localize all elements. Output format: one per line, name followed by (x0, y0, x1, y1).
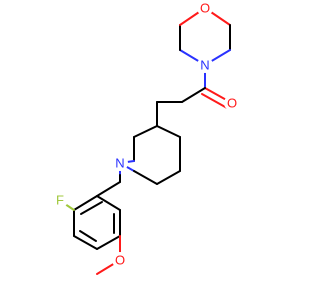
atom-label-layer: O N O N F O (52, 0, 240, 268)
bond-aryl-top-right (96, 195, 121, 211)
bond-aryl-ortho-f (73, 195, 98, 211)
bond-layer (64, 7, 231, 275)
bond-aryl-lower-left (73, 235, 98, 250)
methoxy-oxygen-label: O (115, 253, 125, 268)
bond-carbonyl-chain (181, 87, 206, 103)
aromatic-inner-bond-2 (79, 230, 97, 242)
methoxy-oxygen-atom: O (112, 252, 128, 268)
carbonyl-oxygen-label: O (227, 96, 237, 111)
molecule-diagram: O N O N F O (52, 0, 240, 275)
bond-piperidine-top-right (156, 125, 181, 138)
aromatic-inner-bond-1 (80, 201, 103, 215)
morpholine-nitrogen-label: N (200, 58, 209, 73)
methoxy-oxygen-background (112, 252, 128, 268)
morpholine-oxygen-background (197, 0, 213, 16)
morpholine-oxygen-label: O (200, 1, 210, 16)
bond-aryl-lower-right (96, 235, 121, 250)
bond-piperidine-top-left (133, 125, 158, 138)
fluorine-atom: F (52, 192, 68, 208)
piperidine-nitrogen-background (112, 155, 128, 171)
piperidine-nitrogen-atom: N (112, 155, 128, 171)
piperidine-nitrogen-label: N (115, 156, 124, 171)
bond-piperidine-lower-left (133, 170, 158, 185)
morpholine-oxygen-atom: O (197, 0, 213, 16)
carbonyl-oxygen-background (224, 95, 240, 111)
morpholine-nitrogen-background (197, 57, 213, 73)
bond-aryl-fluorine (64, 203, 75, 211)
fluorine-background (52, 192, 68, 208)
bond-carbonyl-double-2 (201, 93, 228, 109)
bond-benzyl-aryl (96, 181, 121, 197)
carbonyl-oxygen-atom: O (224, 95, 240, 111)
fluorine-label: F (56, 193, 64, 208)
bond-piperidine-lower-right (156, 170, 181, 185)
morpholine-nitrogen-atom: N (197, 57, 213, 73)
